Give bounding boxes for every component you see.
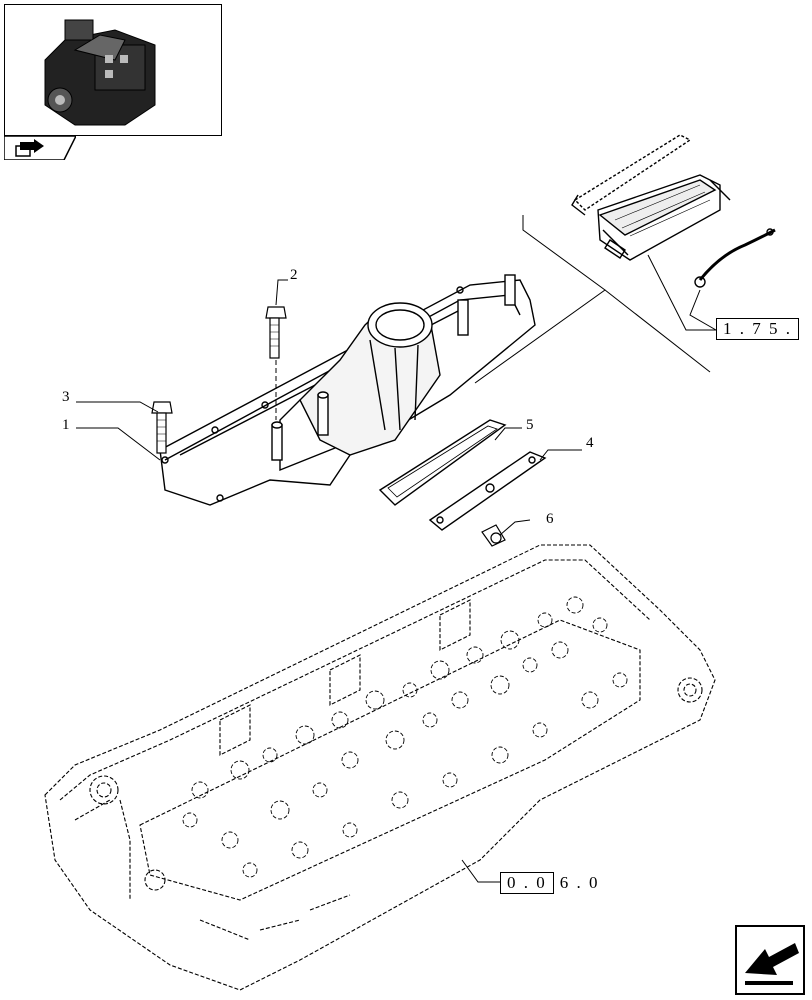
callout-1[interactable]: 1: [62, 417, 70, 433]
intake-manifold: [159, 274, 536, 506]
reference-leader-lines: [474, 215, 717, 384]
engine-thumbnail[interactable]: [4, 4, 222, 136]
callout-leaders: [76, 279, 582, 883]
callout-6[interactable]: 6: [546, 511, 554, 527]
callout-3[interactable]: 3: [62, 389, 70, 405]
callout-4[interactable]: 4: [586, 435, 594, 451]
gasket-5: [378, 419, 507, 506]
bolt-2: [265, 306, 287, 359]
cylinder-head: [44, 544, 716, 991]
callout-2[interactable]: 2: [290, 267, 298, 283]
engine-thumbnail-icon: [44, 19, 156, 126]
cover-plate-4: [428, 451, 547, 531]
reference-1-75[interactable]: 1 . 7 5 .: [716, 318, 799, 340]
book-arrow-tab[interactable]: [3, 135, 78, 161]
bolt-6: [481, 524, 506, 547]
reference-0-06-0-tail: 6 . 0: [559, 873, 600, 892]
reference-1-75-box: 1 . 7 5 .: [716, 318, 799, 340]
next-page-arrow-icon: [745, 943, 799, 985]
reference-0-06-0[interactable]: 0 . 0 6 . 0: [500, 872, 600, 894]
next-page-button[interactable]: [735, 925, 805, 995]
intercooler-assembly: [571, 134, 776, 288]
reference-0-06-0-box: 0 . 0: [500, 872, 554, 894]
callout-5[interactable]: 5: [526, 417, 534, 433]
